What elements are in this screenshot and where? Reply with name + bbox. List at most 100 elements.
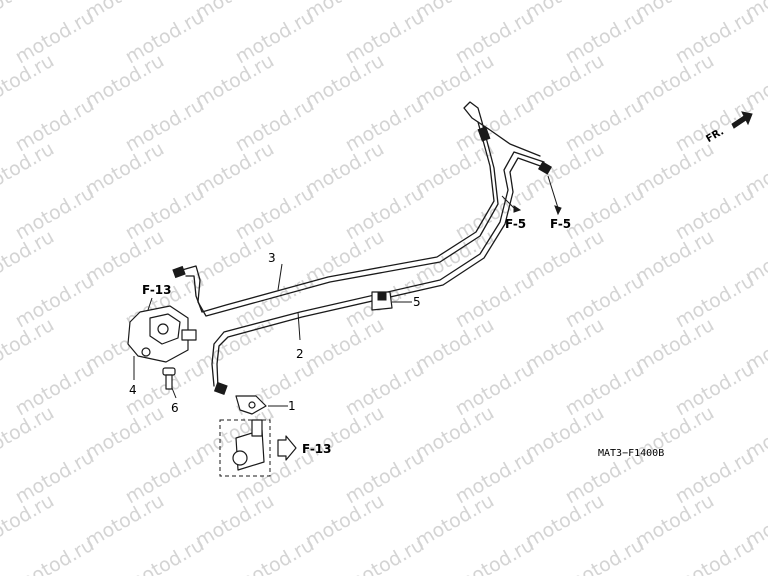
watermark-text: motod.ru <box>412 50 498 113</box>
watermark-text: motod.ru <box>522 50 608 113</box>
watermark-text: motod.ru <box>452 446 538 509</box>
clamp-part <box>235 395 267 415</box>
callout-5: 5 <box>413 295 421 309</box>
watermark-text: motod.ru <box>452 534 538 576</box>
watermark-text: motod.ru <box>12 534 98 576</box>
watermark-text: motod.ru <box>452 6 538 69</box>
watermark-text: motod.ru <box>0 226 58 289</box>
watermark-text: motod.ru <box>452 270 538 333</box>
watermark-text: motod.ru <box>562 358 648 421</box>
watermark-text: motod.ru <box>0 490 58 553</box>
watermark-text: motod.ru <box>12 446 98 509</box>
watermark-text: motod.ru <box>232 270 318 333</box>
watermark-text: motod.ru <box>0 402 58 465</box>
watermark-text: motod.ru <box>12 270 98 333</box>
watermark-text: motod.ru <box>632 490 718 553</box>
watermark-text: motod.ru <box>522 138 608 201</box>
watermark-text: motod.ru <box>82 50 168 113</box>
watermark-text: motod.ru <box>302 490 388 553</box>
ref-f5-right: F-5 <box>550 217 571 231</box>
watermark-text: motod.ru <box>0 138 58 201</box>
watermark-text: motod.ru <box>342 6 428 69</box>
callout-2: 2 <box>296 347 304 361</box>
watermark-text: motod.ru <box>0 50 58 113</box>
brake-pipe-3-inner <box>185 121 495 313</box>
watermark-text: motod.ru <box>12 6 98 69</box>
watermark-text: motod.ru <box>412 490 498 553</box>
watermark-text: motod.ru <box>452 358 538 421</box>
callout-6: 6 <box>171 401 179 415</box>
ref-f13-top: F-13 <box>142 283 172 297</box>
watermark-text: motod.ru <box>0 314 58 377</box>
watermark-text: motod.ru <box>82 138 168 201</box>
watermark-text: motod.ru <box>562 94 648 157</box>
watermark-text: motod.ru <box>342 94 428 157</box>
watermark-text: motod.ru <box>562 534 648 576</box>
bolt-part <box>162 367 176 390</box>
watermark-text: motod.ru <box>302 138 388 201</box>
brake-pipes <box>172 101 553 396</box>
watermark-text: motod.ru <box>672 446 758 509</box>
watermark-text: motod.ru <box>522 490 608 553</box>
watermark-text: motod.ru <box>122 446 208 509</box>
watermark-text: motod.ru <box>342 358 428 421</box>
leader-lines <box>133 175 562 407</box>
ref-f5-left: F-5 <box>505 217 526 231</box>
watermark-text: motod.ru <box>452 182 538 245</box>
watermark-text: motod.ru <box>672 94 758 157</box>
diagram-code: MAT3−F1400B <box>598 448 664 459</box>
watermark-text: motod.ru <box>192 50 278 113</box>
watermark-text: motod.ru <box>452 94 538 157</box>
watermark-text: motod.ru <box>232 94 318 157</box>
detail-inset <box>219 419 297 477</box>
watermark-text: motod.ru <box>412 314 498 377</box>
watermark-text: motod.ru <box>192 314 278 377</box>
watermark-text: motod.ru <box>562 6 648 69</box>
watermark-text: motod.ru <box>122 94 208 157</box>
watermark-text: motod.ru <box>342 182 428 245</box>
watermark-text: motod.ru <box>342 446 428 509</box>
watermark-text: motod.ru <box>632 138 718 201</box>
watermark-text: motod.ru <box>0 0 58 24</box>
pipe-fitting-front-right <box>537 161 553 175</box>
watermark-text: motod.ru <box>302 50 388 113</box>
watermark-text: motod.ru <box>672 182 758 245</box>
watermark-text: motod.ru <box>192 490 278 553</box>
watermark-text: motod.ru <box>412 402 498 465</box>
callout-3: 3 <box>268 251 276 265</box>
pipe-fitting-rear-bottom <box>213 381 228 396</box>
watermark-text: motod.ru <box>302 314 388 377</box>
watermark-text: motod.ru <box>522 314 608 377</box>
watermark-text: motod.ru <box>232 534 318 576</box>
pipe-fitting-rear-top <box>172 265 186 279</box>
watermark-text: motod.ru <box>562 270 648 333</box>
watermark-text: motod.ru <box>522 402 608 465</box>
watermark-text: motod.ru <box>82 402 168 465</box>
brake-pipe-2 <box>211 151 545 387</box>
watermark-text: motod.ru <box>122 534 208 576</box>
watermark-text: motod.ru <box>672 534 758 576</box>
pipe-fitting-front-left <box>477 126 491 142</box>
valve-body-part <box>127 305 197 363</box>
watermark-text: motod.ru <box>562 182 648 245</box>
watermark-text: motod.ru <box>12 94 98 157</box>
watermark-text: motod.ru <box>122 6 208 69</box>
brake-pipe-2-inner <box>216 157 547 389</box>
watermark-text: motod.ru <box>12 358 98 421</box>
watermark-text: motod.ru <box>82 226 168 289</box>
watermark-text: motod.ru <box>672 270 758 333</box>
ref-f13-right: F-13 <box>302 442 332 456</box>
watermark-text: motod.ru <box>192 226 278 289</box>
callout-1: 1 <box>288 399 296 413</box>
watermark-text: motod.ru <box>232 6 318 69</box>
watermark-text: motod.ru <box>632 226 718 289</box>
watermark-text: motod.ru <box>672 358 758 421</box>
watermark-text: motod.ru <box>342 534 428 576</box>
watermark-text: motod.ru <box>122 182 208 245</box>
grommet-part <box>371 291 393 311</box>
watermark-text: motod.ru <box>632 50 718 113</box>
watermark-text: motod.ru <box>232 182 318 245</box>
watermark-text: motod.ru <box>522 226 608 289</box>
